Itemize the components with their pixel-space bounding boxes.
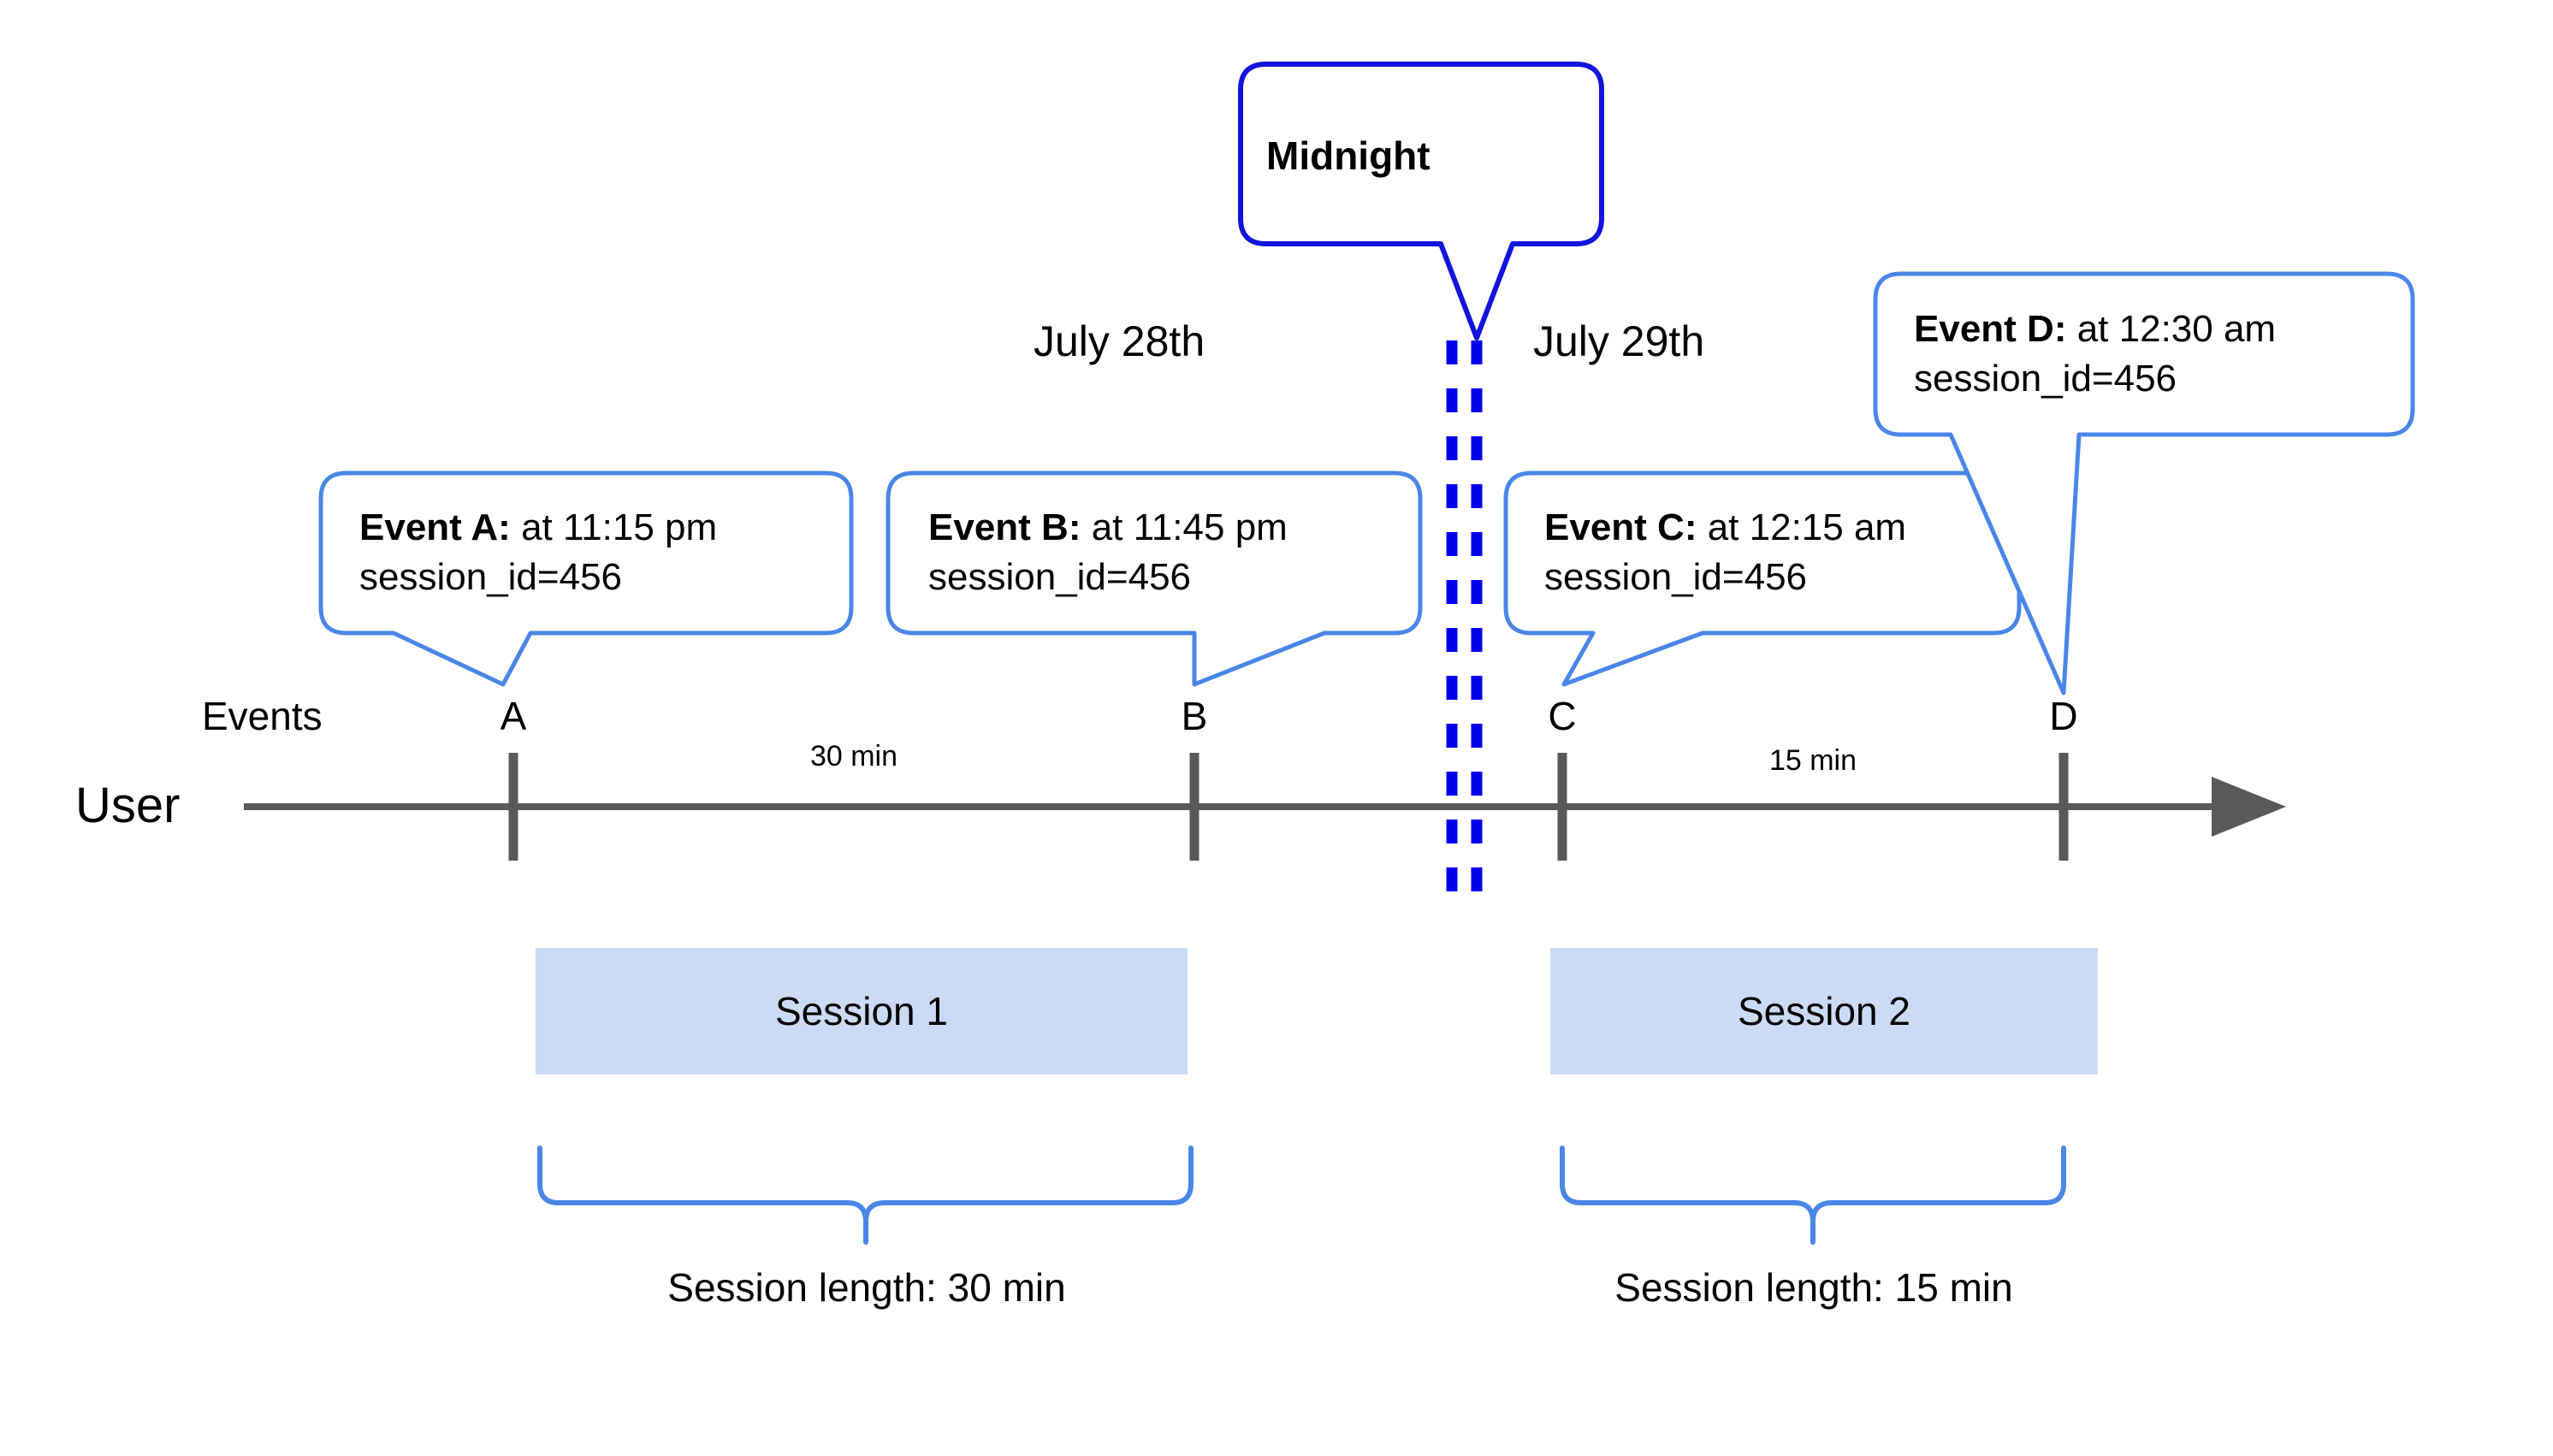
event-d-callout-session: session_id=456 (1914, 358, 2177, 400)
event-c-callout-time: at 12:15 am (1697, 506, 1907, 548)
session-1-length-label: Session length: 30 min (667, 1265, 1066, 1310)
event-letter-c: C (1548, 694, 1577, 738)
event-a-callout-time: at 11:15 pm (510, 506, 718, 548)
session-1-bar-label: Session 1 (774, 989, 948, 1033)
session-2-length-label: Session length: 15 min (1614, 1265, 2013, 1310)
session-1-brace (537, 1145, 1194, 1245)
event-a-callout-shape (318, 471, 854, 687)
event-b-callout-time: at 11:45 pm (1081, 506, 1288, 548)
event-c-callout-text: Event C: at 12:15 am session_id=456 (1544, 503, 1906, 602)
session-2-bar: Session 2 (1550, 948, 2098, 1074)
session-2-brace (1560, 1145, 2066, 1245)
event-b-callout-session: session_id=456 (928, 556, 1192, 598)
day-label-july-29: July 29th (1533, 317, 1705, 365)
timeline-arrow-head (2212, 777, 2286, 837)
event-d-callout-bold: Event D: (1914, 308, 2067, 350)
event-ticks (508, 753, 2069, 861)
event-c-callout-session: session_id=456 (1544, 556, 1808, 598)
event-b-callout-text: Event B: at 11:45 pm session_id=456 (928, 503, 1288, 602)
events-row-label: Events (202, 694, 323, 738)
event-letter-d: D (2049, 694, 2078, 738)
event-b-callout-bold: Event B: (928, 506, 1081, 548)
event-b-callout-shape (886, 471, 1423, 687)
event-d-callout-time: at 12:30 am (2066, 308, 2277, 350)
event-a-callout-text: Event A: at 11:15 pm session_id=456 (359, 503, 717, 602)
midnight-callout-label: Midnight (1266, 133, 1431, 178)
event-d-callout-text: Event D: at 12:30 am session_id=456 (1914, 305, 2276, 404)
duration-label-c-d: 15 min (1768, 744, 1857, 777)
user-row-label: User (75, 778, 181, 833)
event-a-callout-bold: Event A: (359, 506, 511, 548)
timeline-axis (244, 777, 2286, 837)
event-letter-a: A (500, 694, 527, 738)
midnight-dashed-lines (1446, 340, 1483, 909)
session-1-bar: Session 1 (536, 948, 1188, 1074)
day-label-july-28: July 28th (1034, 317, 1205, 365)
duration-label-a-b: 30 min (809, 740, 898, 772)
event-c-callout-bold: Event C: (1544, 506, 1697, 548)
event-d-callout-shape (1873, 271, 2415, 695)
event-a-callout-session: session_id=456 (359, 556, 623, 598)
session-2-bar-label: Session 2 (1737, 989, 1910, 1033)
midnight-callout-shape (1238, 62, 1604, 340)
event-letter-b: B (1181, 694, 1208, 738)
